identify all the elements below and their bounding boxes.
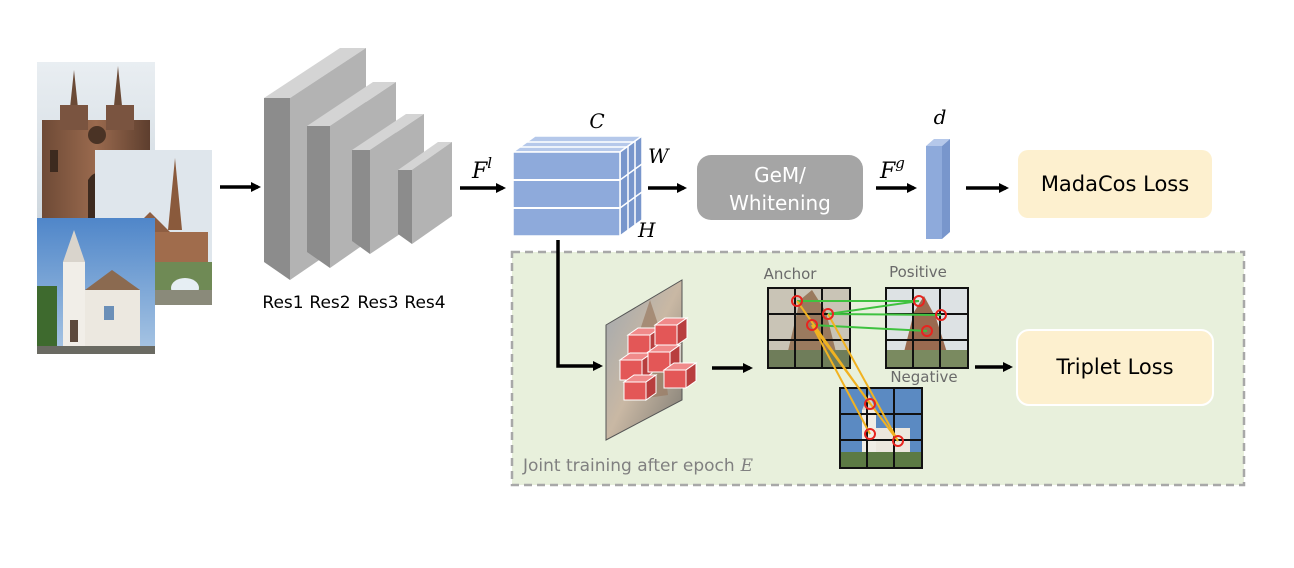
triplet-loss-label: Triplet Loss	[1055, 355, 1173, 379]
res1-label: Res1	[262, 293, 303, 313]
positive-image: Positive Negative	[885, 263, 969, 386]
positive-matches	[797, 300, 942, 332]
input-images	[37, 62, 212, 354]
res4-label: Res4	[404, 293, 445, 313]
backbone-resnet: Res1 Res2 Res3 Res4	[262, 48, 452, 313]
cathedral-photo-1	[37, 62, 155, 218]
res2-label: Res2	[309, 293, 350, 313]
local-feature-map: C W H	[510, 109, 670, 242]
dim-w-label: W	[648, 144, 670, 168]
dim-c-label: C	[589, 109, 604, 133]
global-dim-label: d	[934, 105, 947, 129]
negative-label: Negative	[890, 368, 957, 386]
madacos-loss-box: MadaCos Loss	[1018, 150, 1212, 218]
local-patch-plane	[605, 279, 698, 441]
positive-label: Positive	[889, 263, 947, 281]
red-cubes	[618, 317, 698, 401]
local-feature-symbol: Fl	[471, 154, 492, 184]
keypoints	[791, 295, 947, 447]
negative-matches	[796, 300, 899, 442]
madacos-loss-label: MadaCos Loss	[1041, 172, 1189, 196]
arrow-featuremap-to-local-branch	[556, 240, 603, 371]
pooling-line1: GeM/	[754, 163, 806, 187]
church-photo-3	[37, 218, 155, 354]
res4-block	[398, 142, 452, 244]
global-feature-vector: d	[926, 105, 950, 239]
anchor-label: Anchor	[764, 265, 818, 283]
res3-label: Res3	[357, 293, 398, 313]
negative-image	[839, 387, 923, 469]
triplet-loss-box: Triplet Loss	[1016, 329, 1214, 406]
pooling-line2: Whitening	[729, 191, 831, 215]
global-feature-symbol: Fg	[879, 154, 905, 184]
dim-h-label: H	[637, 218, 656, 242]
gem-whitening-box: GeM/ Whitening	[697, 155, 863, 220]
